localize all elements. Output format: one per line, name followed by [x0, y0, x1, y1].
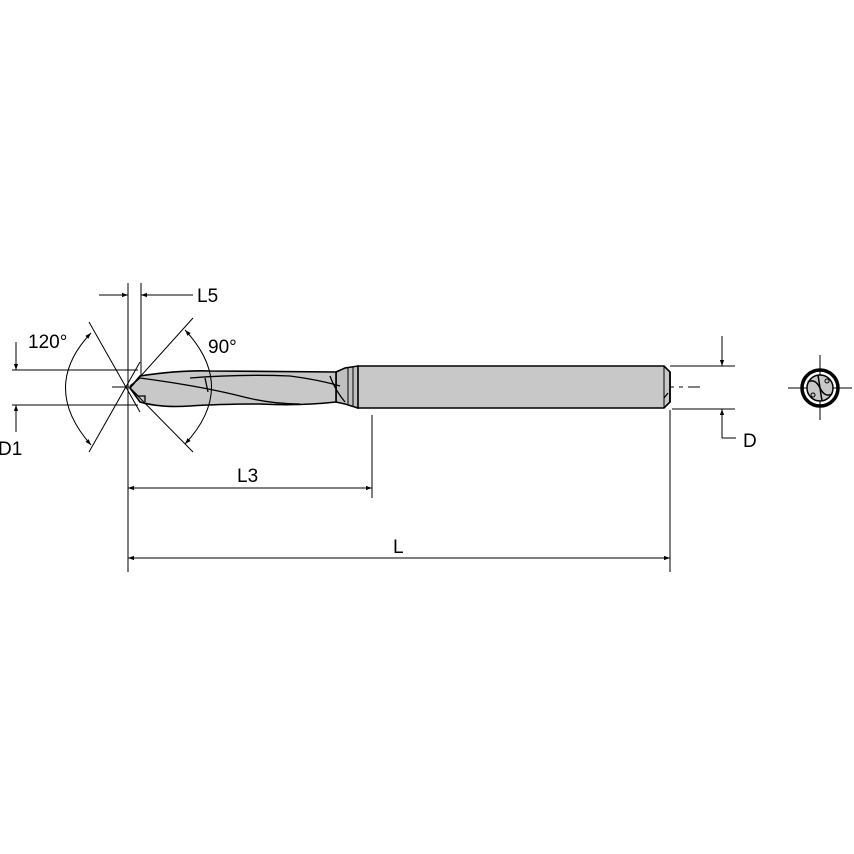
label-d1: D1 [0, 439, 22, 460]
neck [335, 365, 359, 410]
end-view [788, 355, 852, 420]
label-angle-120: 120° [28, 332, 67, 353]
dimension-lines [12, 283, 736, 572]
label-d: D [743, 431, 757, 452]
label-l: L [393, 537, 404, 558]
label-l3: L3 [237, 466, 258, 487]
shank [339, 365, 671, 409]
fluted-section [128, 370, 337, 408]
label-angle-90: 90° [208, 337, 237, 358]
label-l5: L5 [197, 286, 218, 307]
